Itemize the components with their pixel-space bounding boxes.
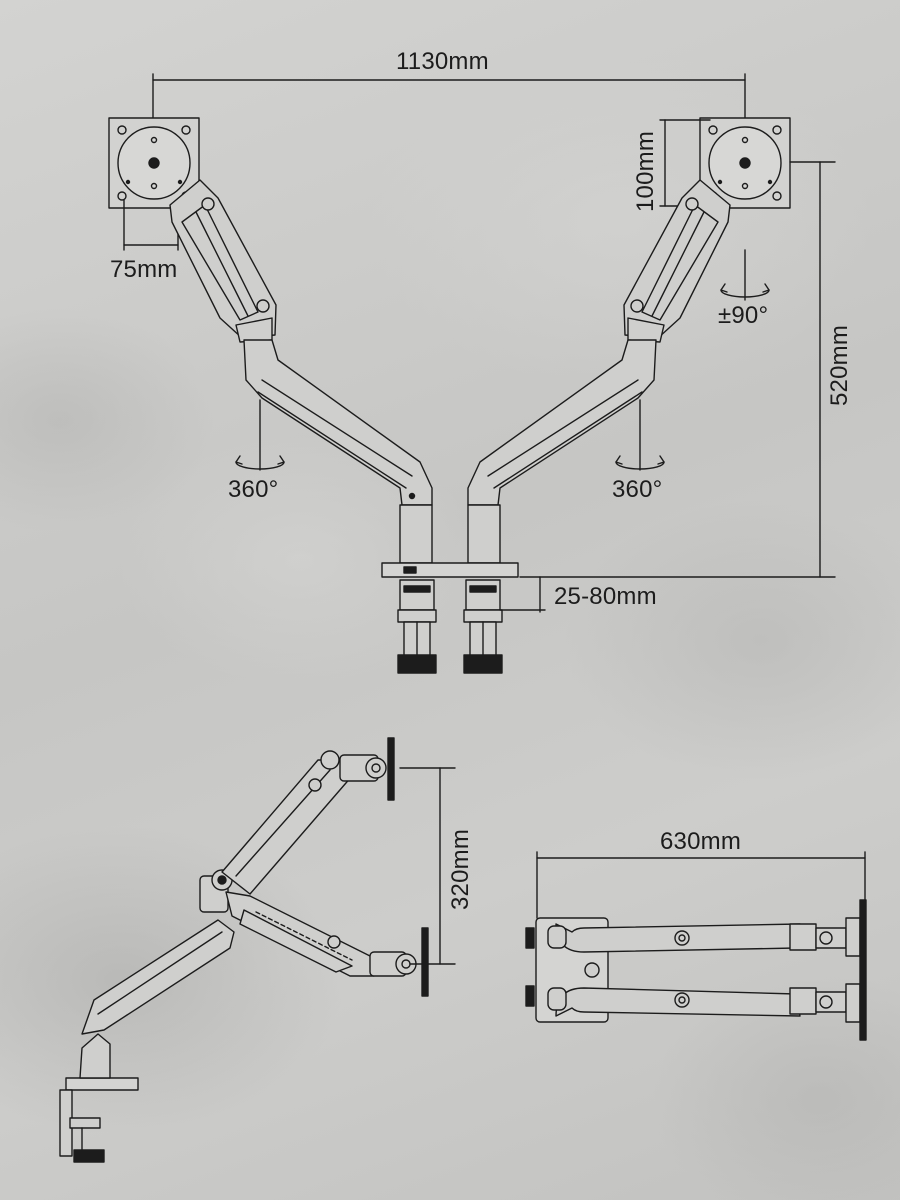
label-height-520: 520mm [826,324,853,406]
swivel-axis-left [235,399,285,471]
label-clamp-range: 25-80mm [554,583,657,610]
label-vesa-100: 100mm [632,130,659,212]
label-total-width: 1130mm [396,48,489,75]
label-tilt: ±90° [718,302,769,329]
dimension-line-clamp [499,576,546,613]
right-upper-arm [623,179,731,343]
tilt-axis [720,249,770,301]
left-upper-arm [169,179,277,343]
label-swivel-right: 360° [612,476,663,503]
dimension-line-520mm [519,161,836,578]
center-posts [381,504,519,578]
left-lower-arm [243,339,433,506]
label-reach-630: 630mm [660,828,742,855]
label-vesa-75: 75mm [110,256,178,283]
label-swivel-left: 360° [228,476,279,503]
label-lift-320: 320mm [447,828,474,910]
dimension-line-630mm [536,851,866,919]
desk-clamps [397,579,503,674]
side-view-arm [59,737,429,1163]
top-view-arm [525,899,867,1041]
swivel-axis-right [615,399,665,471]
dimension-line-320mm [399,767,456,965]
